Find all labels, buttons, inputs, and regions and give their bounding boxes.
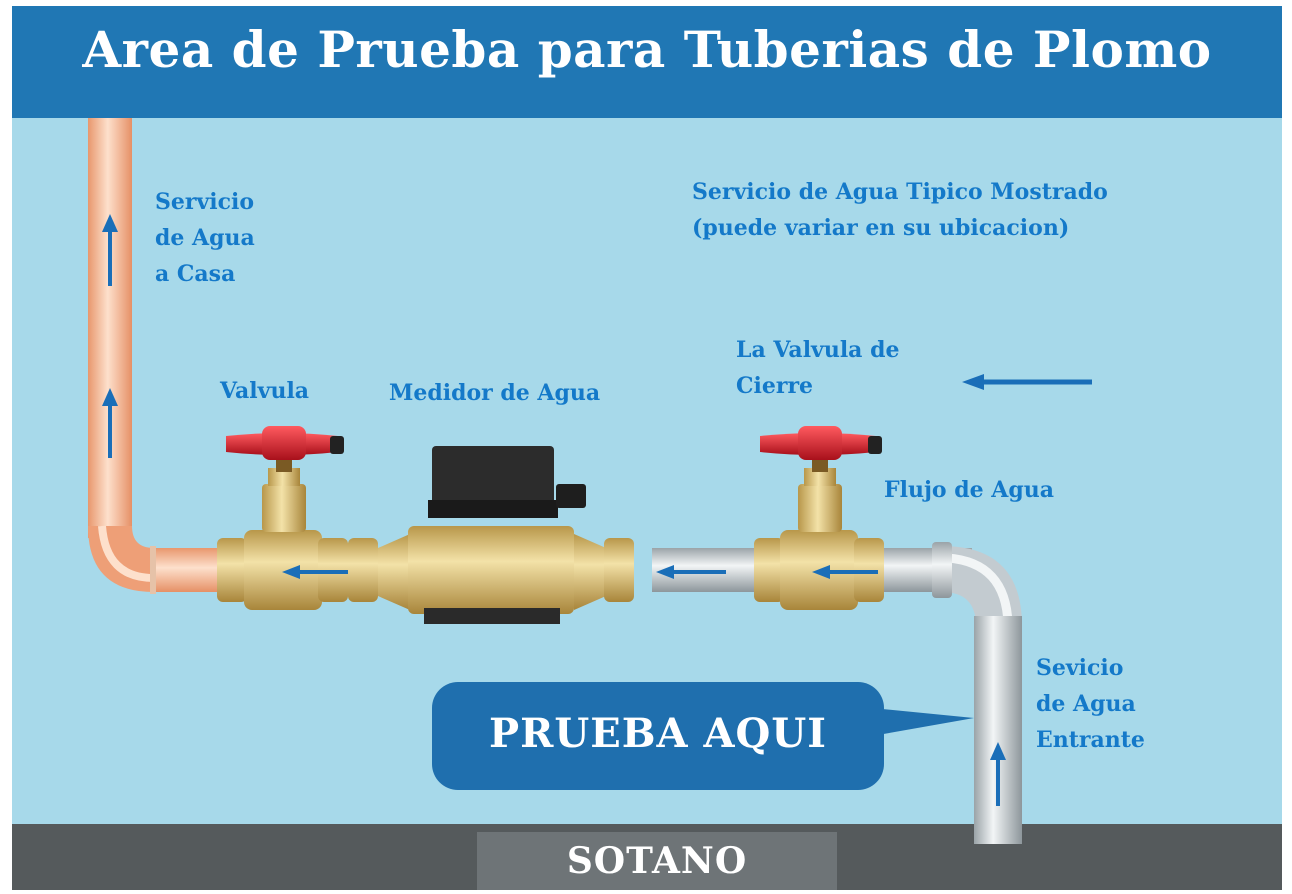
water-meter [348,446,634,624]
test-here-label: PRUEBA AQUI [489,710,827,757]
label-incoming-service: Sevicio de Agua Entrante [1036,655,1145,753]
label-house-service: Servicio de Agua a Casa [155,189,255,287]
arrow-up-icon [990,742,1006,806]
label-shutoff-valve: La Valvula de Cierre [736,337,900,399]
page-title: Area de Prueba para Tuberias de Plomo [82,20,1212,79]
flow-arrows [102,214,1092,806]
label-valve: Valvula [220,378,310,404]
test-here-callout [432,682,884,790]
callout-pointer [872,708,974,736]
label-typical-service: Servicio de Agua Tipico Mostrado (puede … [692,179,1108,241]
floor-label: SOTANO [566,840,748,882]
arrow-left-icon [812,565,878,579]
diagram-panel: Area de Prueba para Tuberias de Plomo SO… [12,6,1282,890]
arrow-up-icon [102,214,118,286]
arrow-left-icon [656,565,726,579]
label-water-meter: Medidor de Agua [389,380,601,406]
label-water-flow: Flujo de Agua [884,477,1055,503]
arrow-left-icon [962,374,1092,390]
shutoff-valve [754,426,884,610]
title-banner [12,6,1282,118]
arrow-up-icon [102,388,118,458]
arrow-left-icon [282,565,348,579]
left-valve [217,426,348,610]
plumbing-diagram [88,118,1092,844]
floor-label-box [477,832,837,890]
